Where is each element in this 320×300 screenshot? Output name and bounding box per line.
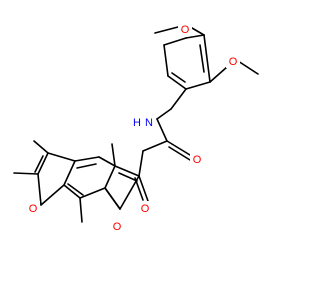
bond-layer: [13, 26, 259, 223]
bond-line: [170, 88, 187, 110]
bond-line: [79, 197, 83, 223]
label-bg: [138, 201, 152, 215]
bond-line: [79, 187, 106, 199]
bond-line: [13, 172, 39, 175]
bond-line: [118, 172, 138, 182]
bond-line: [138, 150, 144, 177]
label-bg: [190, 152, 204, 166]
bond-line: [154, 26, 179, 34]
bond-line: [76, 163, 97, 169]
bond-line: [171, 72, 186, 83]
bond-line: [119, 175, 140, 210]
bond-line: [104, 165, 116, 189]
bond-line: [74, 156, 100, 162]
bond-line: [203, 34, 211, 83]
bond-line: [237, 60, 259, 75]
bond-line: [138, 175, 149, 202]
atom-h-amide: H: [133, 117, 141, 129]
bond-line: [209, 66, 228, 83]
bond-line: [98, 156, 116, 167]
bond-line: [37, 173, 42, 206]
bond-line: [33, 140, 49, 154]
bond-line: [166, 140, 191, 156]
atom-label-layer: O O N H O O O O: [26, 22, 240, 233]
bond-line: [63, 184, 81, 199]
label-bg: [141, 115, 156, 129]
bond-line: [156, 118, 168, 142]
bond-line: [63, 160, 76, 186]
label-bg: [178, 22, 192, 36]
atom-o-methoxy-top: O: [181, 24, 190, 36]
bond-line: [185, 34, 205, 39]
label-bg: [110, 219, 124, 233]
bond-line: [156, 108, 172, 120]
bond-line: [40, 184, 65, 206]
label-bg: [226, 54, 240, 68]
bond-line: [104, 187, 121, 210]
bond-line: [163, 37, 187, 46]
atom-n-amide: N: [145, 117, 153, 129]
bond-line: [34, 155, 44, 173]
bond-line: [199, 44, 205, 73]
bond-line: [47, 152, 76, 162]
atom-o-lactone-ring: O: [113, 221, 122, 233]
atom-o-lactone-carbonyl: O: [141, 203, 150, 215]
atom-o-amide: O: [193, 154, 202, 166]
bond-line: [37, 152, 49, 175]
bond-line: [111, 143, 116, 167]
bond-line: [167, 75, 187, 90]
bond-line: [191, 27, 205, 36]
bond-line: [163, 44, 169, 77]
atom-o-furan: O: [29, 203, 38, 215]
bond-line: [185, 81, 211, 90]
atom-o-methoxy-right: O: [229, 56, 238, 68]
bond-line: [67, 183, 84, 196]
bond-line: [142, 140, 168, 152]
bond-line: [168, 146, 191, 161]
bond-line: [114, 165, 140, 177]
molecule-structure-diagram: O O N H O O O O: [13, 22, 259, 233]
label-bg: [26, 201, 40, 215]
